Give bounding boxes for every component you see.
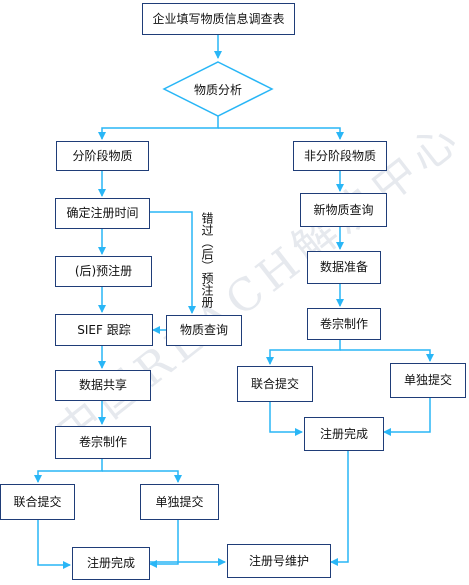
edge-jointleft-done (37, 520, 71, 569)
single-submit-right-box: 单独提交 (390, 363, 466, 398)
edge-singleright-done (383, 398, 431, 436)
new-query-box: 新物质查询 (300, 193, 387, 227)
phase-in-box: 分阶段物质 (56, 141, 149, 171)
confirm-time-box: 确定注册时间 (55, 198, 150, 229)
edge-dossier-split (34, 459, 103, 483)
edge-dossier-right-split-r (340, 349, 434, 362)
dossier-right-box: 卷宗制作 (307, 308, 381, 340)
edge-dossier-right-split (266, 340, 341, 365)
reg-done-left-box: 注册完成 (72, 547, 150, 580)
edge-jointright-done (269, 402, 303, 436)
non-phase-in-box: 非分阶段物质 (293, 141, 387, 171)
data-prep-box: 数据准备 (307, 251, 381, 284)
edge-analysis-split-right (218, 127, 344, 140)
analysis-diamond (162, 61, 274, 117)
dossier-left-box: 卷宗制作 (55, 426, 151, 459)
survey-form-box: 企业填写物质信息调查表 (142, 3, 295, 35)
edge-dossier-split-right (102, 470, 182, 483)
single-submit-left-box: 单独提交 (140, 484, 219, 520)
joint-submit-right-box: 联合提交 (237, 366, 313, 402)
edge-confirm-query (150, 211, 196, 314)
joint-submit-left-box: 联合提交 (0, 484, 75, 520)
missed-prereg-label: 错过（后）预注册 (200, 212, 214, 308)
edge-singleleft-done (149, 520, 179, 568)
late-prereg-box: (后)预注册 (55, 256, 152, 287)
edge-analysis-split (98, 116, 219, 140)
reg-done-right-box: 注册完成 (304, 417, 384, 451)
edge-doneright-maintain (330, 451, 349, 566)
substance-query-box: 物质查询 (166, 315, 242, 346)
reg-maintain-box: 注册号维护 (227, 544, 331, 578)
sief-box: SIEF 跟踪 (55, 314, 153, 346)
analysis-label: 物质分析 (193, 82, 242, 97)
data-share-box: 数据共享 (55, 370, 151, 401)
